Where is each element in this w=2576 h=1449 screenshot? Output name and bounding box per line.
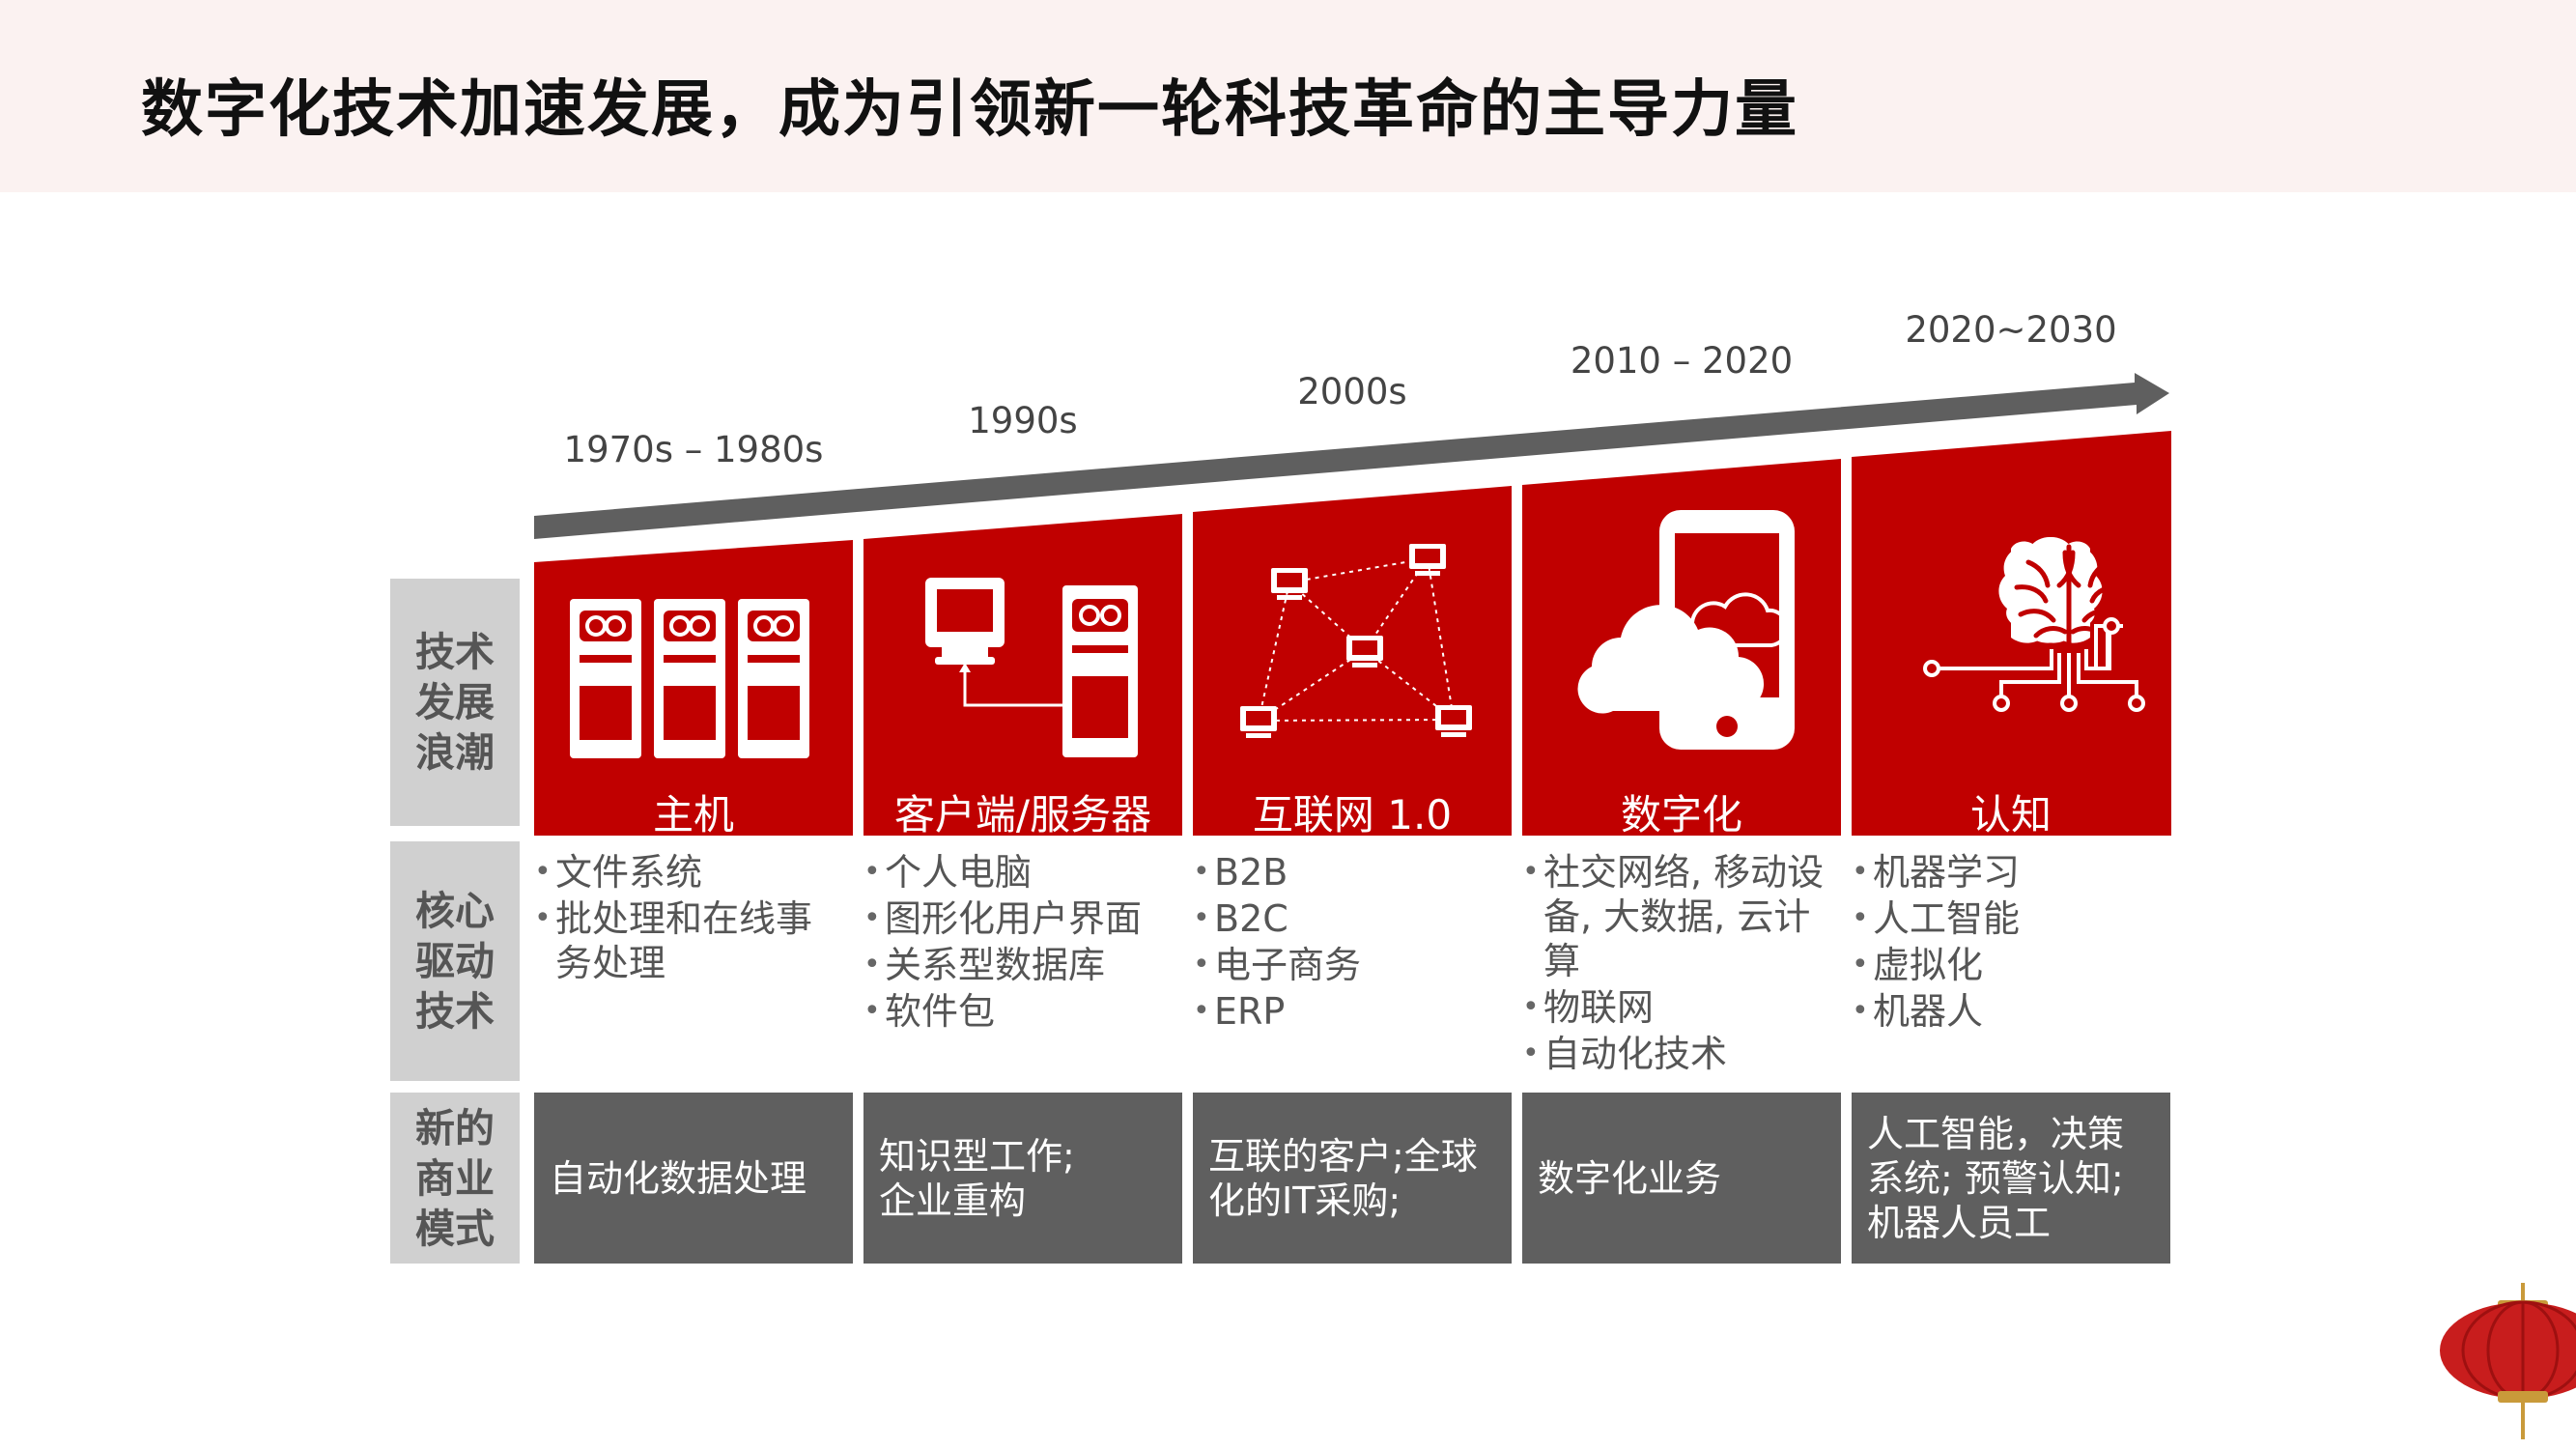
wave-label-3: 互联网 1.0	[1252, 791, 1453, 838]
model-text: 人工智能，决策系统; 预警认知;机器人员工	[1867, 1112, 2125, 1244]
list-item: B2C	[1193, 896, 1504, 941]
page-title: 数字化技术加速发展，成为引领新一轮科技革命的主导力量	[141, 74, 1798, 146]
driver-list-4: 社交网络, 移动设备, 大数据, 云计算 物联网 自动化技术	[1522, 850, 1833, 1078]
row-label-drivers: 核心驱动技术	[390, 841, 520, 1081]
timeline-arrow	[534, 373, 2169, 539]
list-item: 机器学习	[1852, 850, 2163, 895]
list-item: 物联网	[1522, 985, 1833, 1030]
list-item: 个人电脑	[863, 850, 1175, 895]
wave-label-5: 认知	[1969, 791, 2052, 838]
model-box-5: 人工智能，决策系统; 预警认知;机器人员工	[1852, 1093, 2170, 1264]
list-item: 文件系统	[534, 850, 845, 895]
driver-list-1: 文件系统 批处理和在线事务处理	[534, 850, 845, 987]
list-item: 机器人	[1852, 989, 2163, 1034]
model-text: 数字化业务	[1538, 1156, 1722, 1200]
model-text: 知识型工作; 企业重构	[879, 1134, 1075, 1222]
header-band	[0, 0, 2576, 192]
phone-cloud-icon	[1577, 510, 1795, 750]
era-label-3: 2000s	[1297, 371, 1407, 412]
client-server-icon	[925, 578, 1138, 757]
row-label-models: 新的商业模式	[390, 1093, 520, 1264]
list-item: 关系型数据库	[863, 943, 1175, 987]
model-box-3: 互联的客户;全球化的IT采购;	[1193, 1093, 1512, 1264]
list-item: ERP	[1193, 989, 1504, 1034]
driver-list-5: 机器学习 人工智能 虚拟化 机器人	[1852, 850, 2163, 1036]
brain-circuit-icon	[1923, 536, 2145, 712]
era-label-2: 1990s	[968, 400, 1078, 441]
wave-label-1: 主机	[652, 791, 734, 838]
model-box-2: 知识型工作; 企业重构	[863, 1093, 1182, 1264]
mainframe-servers-icon	[570, 599, 809, 758]
list-item: 社交网络, 移动设备, 大数据, 云计算	[1522, 850, 1833, 983]
list-item: B2B	[1193, 850, 1504, 895]
model-box-4: 数字化业务	[1522, 1093, 1841, 1264]
list-item: 图形化用户界面	[863, 896, 1175, 941]
wave-label-2: 客户端/服务器	[893, 791, 1152, 838]
red-lantern-icon	[2440, 1283, 2576, 1439]
row-label-waves: 技术发展浪潮	[390, 579, 520, 826]
list-item: 人工智能	[1852, 896, 2163, 941]
list-item: 批处理和在线事务处理	[534, 896, 845, 985]
era-label-1: 1970s – 1980s	[563, 429, 824, 470]
era-label-5: 2020~2030	[1905, 309, 2117, 351]
model-box-1: 自动化数据处理	[534, 1093, 853, 1264]
driver-list-2: 个人电脑 图形化用户界面 关系型数据库 软件包	[863, 850, 1175, 1036]
list-item: 虚拟化	[1852, 943, 2163, 987]
model-text: 自动化数据处理	[550, 1156, 807, 1200]
driver-list-3: B2B B2C 电子商务 ERP	[1193, 850, 1504, 1036]
list-item: 自动化技术	[1522, 1032, 1833, 1076]
network-computers-icon	[1240, 544, 1472, 738]
model-text: 互联的客户;全球化的IT采购;	[1208, 1134, 1478, 1222]
list-item: 软件包	[863, 989, 1175, 1034]
list-item: 电子商务	[1193, 943, 1504, 987]
wave-label-4: 数字化	[1620, 791, 1742, 838]
era-label-4: 2010 – 2020	[1570, 340, 1794, 382]
